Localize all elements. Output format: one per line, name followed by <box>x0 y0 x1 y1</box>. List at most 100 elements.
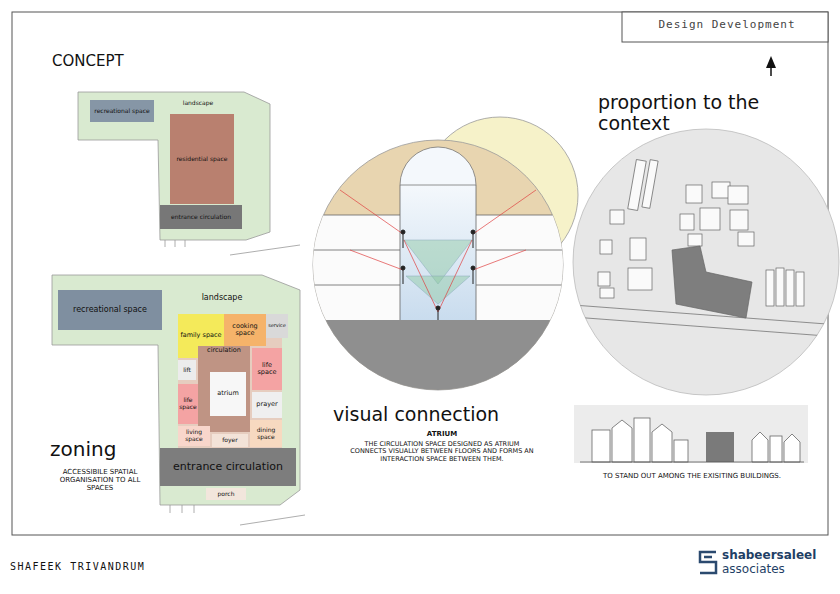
zone-label: living space <box>179 429 209 442</box>
zone-label: life space <box>253 362 281 376</box>
site-entrance-marks <box>165 240 166 247</box>
zone-label: prayer <box>256 401 277 408</box>
context-site-plan <box>686 185 702 203</box>
street-elevation <box>752 432 768 462</box>
site-entrance-marks <box>230 245 300 255</box>
atrium-section-illustration <box>400 185 401 320</box>
site-entrance-marks <box>182 505 183 513</box>
context-site-plan <box>776 268 784 306</box>
atrium-section-illustration <box>400 185 476 320</box>
atrium-section-illustration <box>313 215 400 216</box>
street-elevation <box>784 434 800 462</box>
author-credit: SHAFEEK TRIVANDRUM <box>10 561 145 573</box>
atrium-section-illustration <box>313 320 563 400</box>
atrium-section-illustration <box>471 230 475 234</box>
zone-label: landscape <box>202 294 243 303</box>
context-site-plan <box>786 270 794 306</box>
street-elevation <box>574 405 808 463</box>
section-heading: visual connection <box>333 404 499 426</box>
atrium-section-illustration <box>438 240 472 312</box>
context-site-plan <box>600 288 614 298</box>
context-site-plan <box>766 270 774 306</box>
zone-label: recreational space <box>73 306 147 315</box>
sub-heading: ATRIUM <box>352 430 532 438</box>
context-site-plan <box>573 160 840 337</box>
section-heading: zoning <box>50 438 116 461</box>
context-site-plan <box>730 210 748 230</box>
site-entrance-marks <box>175 240 176 247</box>
zone-box: foyer <box>212 434 248 447</box>
context-site-plan <box>610 210 624 224</box>
atrium-section-illustration <box>473 250 526 270</box>
zone-label: foyer <box>222 437 238 444</box>
zone-box: recreational space <box>90 100 154 122</box>
site-entrance-marks <box>240 515 305 525</box>
street-elevation <box>634 418 650 462</box>
board-frame <box>12 12 828 535</box>
atrium-section-illustration <box>473 234 474 248</box>
context-site-plan <box>598 272 610 286</box>
note-text: THE CIRCULATION SPACE DESIGNED AS ATRIUM… <box>350 441 534 463</box>
atrium-section-illustration <box>476 185 477 320</box>
atrium-section-illustration <box>401 230 405 234</box>
atrium-section-illustration <box>473 270 474 284</box>
atrium-section-illustration <box>313 117 578 400</box>
atrium-section-illustration <box>476 215 563 216</box>
zone-box: entrance circulation <box>160 448 296 486</box>
zone-label: recreational space <box>94 108 149 115</box>
street-elevation <box>592 430 610 462</box>
north-arrow <box>766 56 776 76</box>
context-site-plan <box>642 160 658 209</box>
atrium-section-illustration <box>313 185 563 320</box>
context-site-plan <box>672 246 752 318</box>
zone-box: recreational space <box>58 290 162 330</box>
zone-box: residential space <box>170 114 234 204</box>
zone-box: porch <box>206 488 246 500</box>
firm-logo-mark <box>700 552 716 573</box>
zone-box: life space <box>178 384 198 424</box>
street-elevation <box>580 462 804 463</box>
context-site-plan <box>628 268 652 290</box>
atrium-section-illustration <box>313 147 563 400</box>
zone-box: entrance circulation <box>160 205 242 229</box>
zone-box: cooking space <box>224 314 266 346</box>
zone-label: lift <box>183 367 191 374</box>
zone-box: living space <box>178 426 210 446</box>
context-site-plan <box>573 317 840 337</box>
atrium-section-illustration <box>403 270 404 284</box>
zone-box: prayer <box>252 392 282 418</box>
street-elevation <box>612 420 632 462</box>
context-site-plan <box>796 272 804 306</box>
zone-box: circulation atrium <box>198 346 250 432</box>
context-site-plan <box>680 214 694 230</box>
zone-label: residential space <box>177 156 228 163</box>
atrium-section-illustration <box>476 250 563 251</box>
atrium-section-illustration <box>401 230 475 320</box>
zone-box: atrium <box>210 372 246 416</box>
context-site-plan <box>573 129 839 395</box>
section-heading: CONCEPT <box>52 53 124 70</box>
atrium-section-illustration <box>350 250 403 270</box>
note-text: ACCESSIBILE SPATIAL ORGANISATION TO ALL … <box>52 468 148 492</box>
title-tab <box>622 12 828 42</box>
atrium-section-illustration <box>400 147 476 185</box>
atrium-section-illustration <box>471 266 475 270</box>
atrium-section-illustration <box>313 285 400 286</box>
zone-label: atrium <box>217 390 238 397</box>
context-site-plan <box>728 186 748 204</box>
firm-logo-mark <box>704 556 712 559</box>
context-site-plan <box>688 234 702 246</box>
zone-label: circulation <box>207 347 241 354</box>
atrium-section-illustration <box>436 306 440 310</box>
firm-name: associates <box>722 563 785 577</box>
landscape-area <box>78 92 270 240</box>
zone-box: lift <box>178 360 196 380</box>
atrium-section-illustration <box>473 190 536 234</box>
firm-logo-mark <box>700 552 716 573</box>
context-site-plan <box>700 208 720 230</box>
atrium-section-illustration <box>406 276 470 304</box>
note-text: TO STAND OUT AMONG THE EXISITING BUILDIN… <box>592 472 792 480</box>
zone-label: service <box>268 323 286 328</box>
atrium-section-illustration <box>340 190 536 312</box>
